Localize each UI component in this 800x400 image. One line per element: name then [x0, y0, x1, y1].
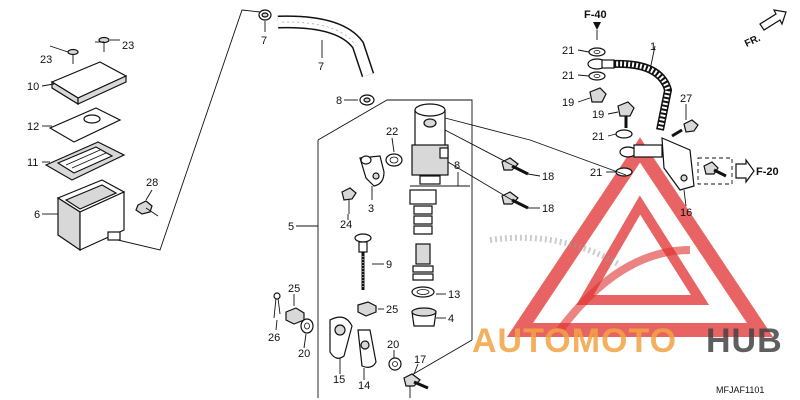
banjo-fitting: [587, 58, 615, 70]
bolt-19-lower: [617, 101, 635, 128]
watermark-logo: [489, 137, 774, 337]
brake-hose-1: [611, 59, 673, 131]
f20-arrow: [735, 158, 755, 184]
master-cylinder: [411, 103, 449, 185]
bolt-28: [135, 200, 159, 217]
callout-15: 15: [333, 374, 345, 386]
callout-18-top: 18: [542, 171, 554, 183]
ref-f40: F-40: [584, 9, 607, 21]
callout-25-mid: 25: [386, 304, 398, 316]
hose-bracket-16: [661, 137, 695, 191]
bolt-27: [671, 119, 699, 138]
bolt-17: [403, 373, 429, 390]
callout-19-a: 19: [562, 97, 574, 109]
callout-12: 12: [27, 121, 39, 133]
clevis-14: [357, 329, 377, 368]
part-code: MFJAF1101: [716, 385, 764, 395]
callout-24: 24: [340, 219, 352, 231]
callout-25-left: 25: [288, 283, 300, 295]
diaphragm-plate: [48, 107, 122, 143]
clevis-15: [329, 316, 353, 359]
callout-17: 17: [414, 354, 426, 366]
callout-10: 10: [27, 81, 39, 93]
reservoir-body: [56, 179, 126, 252]
screw-23-right: [98, 36, 110, 52]
o-ring-22: [385, 153, 403, 167]
screw-23-left: [67, 48, 79, 64]
ref-f20: F-20: [756, 166, 779, 178]
ref-fr: FR.: [743, 33, 762, 50]
callout-16: 16: [680, 207, 692, 219]
bolt-18-top: [501, 157, 529, 176]
callout-18-bottom: 18: [542, 203, 554, 215]
callout-21-a: 21: [562, 45, 574, 57]
callout-3: 4: [448, 313, 454, 325]
boot-3: [411, 307, 437, 327]
callout-14: 14: [358, 380, 370, 392]
diaphragm: [44, 141, 126, 181]
bolt-19-upper: [589, 87, 607, 103]
clip-7-mid: [359, 94, 375, 106]
nut-25-mid: [357, 301, 377, 317]
cotter-pin-26: [273, 292, 281, 319]
callout-7-top: 7: [261, 35, 267, 47]
callout-5: 6: [34, 209, 40, 221]
watermark-text-automoto: AUTOMOTO: [472, 322, 677, 360]
circlip-13: [411, 286, 435, 298]
callout-20-right: 20: [387, 339, 399, 351]
callout-23-left: 23: [40, 54, 52, 66]
washer-21-c: [615, 129, 633, 139]
fr-arrow: [759, 9, 787, 31]
callout-8-visible: 8: [454, 160, 460, 172]
callout-22: 22: [386, 126, 398, 138]
clip-7-top: [258, 9, 272, 21]
bolt-18-bottom: [501, 191, 529, 210]
washer-21-a: [588, 47, 606, 57]
callout-20-left: 20: [298, 348, 310, 360]
callout-21-c: 21: [592, 131, 604, 143]
nut-25-left: [285, 307, 305, 325]
hose-6: [277, 15, 375, 78]
f40-arrow: [593, 22, 601, 40]
push-rod-9: [354, 233, 372, 290]
callout-23-right: 23: [122, 40, 134, 52]
callout-28: 28: [146, 177, 158, 189]
washer-21-b: [588, 71, 606, 81]
callout-9: 9: [386, 259, 392, 271]
callout-26: 26: [268, 332, 280, 344]
callout-7-mid: 8: [336, 95, 342, 107]
callout-4: 5: [288, 221, 294, 233]
callout-27: 27: [680, 93, 692, 105]
callout-2: 3: [368, 203, 374, 215]
callout-11: 11: [27, 157, 38, 169]
callout-1: 1: [650, 41, 656, 53]
joint-2: [359, 155, 385, 187]
bolt-24: [341, 187, 357, 214]
reservoir-cap: [50, 61, 128, 106]
washer-20-left: [300, 318, 314, 334]
piston-set-8: [409, 189, 437, 281]
callout-6: 7: [318, 61, 324, 73]
washer-20-right: [388, 357, 402, 371]
callout-13: 13: [448, 289, 460, 301]
watermark-text-hub: HUB: [706, 322, 783, 360]
lower-banjo: [619, 144, 663, 158]
callout-19-b: 19: [592, 109, 604, 121]
callout-21-b: 21: [562, 70, 574, 82]
callout-21-d: 21: [590, 167, 602, 179]
bolt-f20: [703, 161, 727, 178]
